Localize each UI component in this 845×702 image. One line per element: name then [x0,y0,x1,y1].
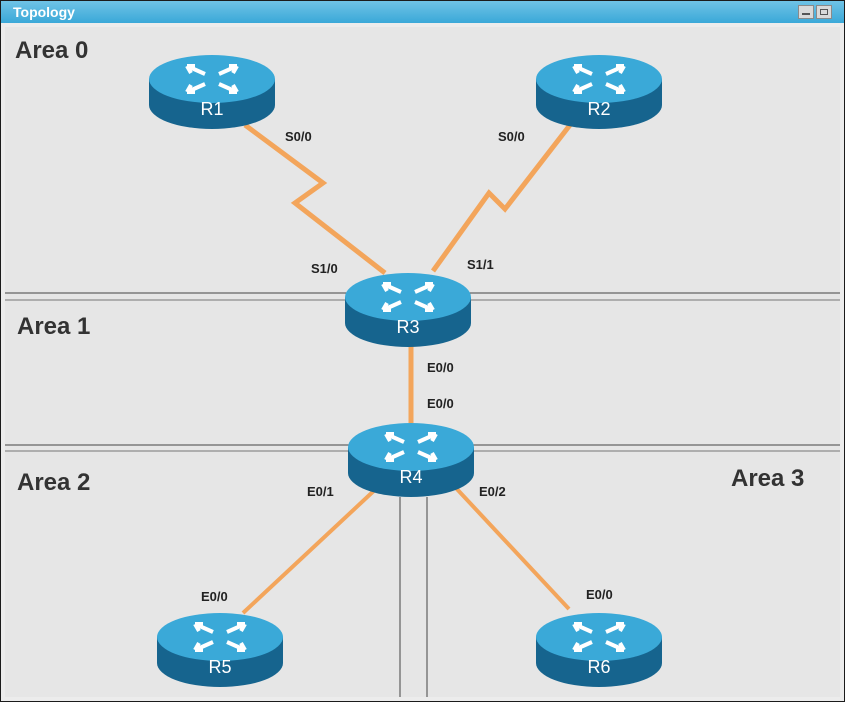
r3-s10-label: S1/0 [311,261,338,276]
serial-link-r1-r3 [243,122,387,275]
router-r1[interactable]: R1 [147,53,277,133]
title-bar[interactable]: Topology [1,1,844,23]
router-r1-label: R1 [200,99,224,119]
area-2-label: Area 2 [17,469,91,496]
area-1-label: Area 1 [17,313,91,340]
router-r4[interactable]: R4 [346,421,476,501]
r4-e01-label: E0/1 [307,484,334,499]
router-icon [348,423,474,497]
router-r4-label: R4 [399,467,423,487]
router-icon [536,613,662,687]
r6-e00-label: E0/0 [586,587,613,602]
r1-s00-label: S0/0 [285,129,312,144]
router-r2-label: R2 [587,99,611,119]
router-r5-label: R5 [208,657,232,677]
router-icon [536,55,662,129]
r4-e00-label: E0/0 [427,396,454,411]
window-title: Topology [13,4,75,20]
router-icon [157,613,283,687]
area-3-label: Area 3 [731,465,805,492]
minimize-icon[interactable] [798,5,814,19]
router-r5[interactable]: R5 [155,611,285,691]
router-r2[interactable]: R2 [534,53,664,133]
r4-e02-label: E0/2 [479,484,506,499]
router-r6[interactable]: R6 [534,611,664,691]
router-icon [345,273,471,347]
r2-s00-label: S0/0 [498,129,525,144]
ethernet-link-r4-r6 [453,485,571,611]
r3-s11-label: S1/1 [467,257,494,272]
router-r3[interactable]: R3 [343,271,473,351]
ethernet-link-r4-r5 [241,485,380,615]
router-r6-label: R6 [587,657,611,677]
router-r3-label: R3 [396,317,420,337]
r3-e00-label: E0/0 [427,360,454,375]
topology-links [5,122,840,697]
serial-link-r2-r3 [430,123,572,273]
topology-canvas: Area 0 Area 1 Area 2 Area 3 S0/0 S0/0 S1… [5,27,840,697]
r5-e00-label: E0/0 [201,589,228,604]
area-0-label: Area 0 [15,37,89,64]
maximize-icon[interactable] [816,5,832,19]
router-icon [149,55,275,129]
